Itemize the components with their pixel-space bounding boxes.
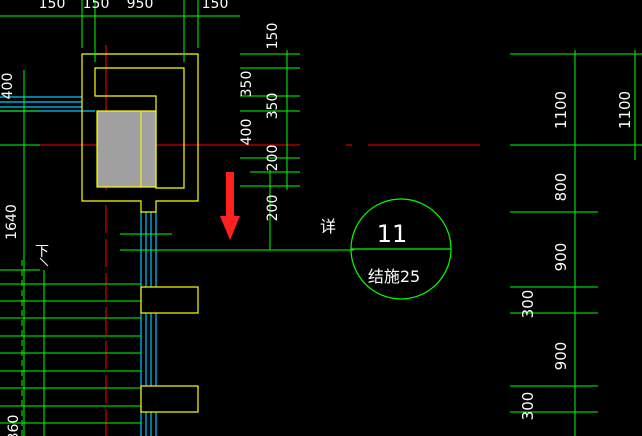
detail-prefix: 详 — [320, 217, 336, 236]
column — [81, 53, 199, 213]
top-dim-4: 150 — [202, 0, 229, 12]
center-dim-5: 200 — [265, 145, 281, 172]
right-dim-1: 1100 — [552, 91, 570, 129]
left-dim-2: 1640 — [4, 204, 20, 240]
right-dim-5: 900 — [552, 342, 570, 371]
center-dim-4: 400 — [239, 119, 255, 146]
right-dim-2: 800 — [552, 173, 570, 202]
column-inner-outline — [94, 67, 185, 189]
right-dimension — [510, 50, 642, 436]
stair-label: 下 — [35, 244, 49, 260]
down-arrow-icon — [220, 172, 240, 240]
right-outer-dim-1: 1100 — [616, 91, 634, 129]
right-dim-6: 300 — [519, 392, 537, 421]
stair-treads — [0, 260, 141, 436]
left-dim-3: 360 — [6, 415, 22, 436]
detail-sheet: 结施25 — [368, 267, 420, 286]
column-section — [96, 110, 157, 188]
center-dim-6: 200 — [265, 195, 281, 222]
left-dim-1: 400 — [0, 73, 16, 100]
center-dimension — [240, 50, 300, 250]
top-dimension: 150 150 950 150 — [0, 0, 240, 62]
detail-number: 11 — [377, 220, 408, 248]
opening-1 — [140, 286, 199, 314]
wall-openings — [140, 286, 199, 413]
right-dim-4: 300 — [519, 290, 537, 319]
center-dim-2: 350 — [239, 71, 255, 98]
top-dim-3: 950 — [127, 0, 154, 12]
column-outline — [81, 53, 199, 213]
top-dim-1: 150 — [39, 0, 66, 12]
opening-2 — [140, 385, 199, 413]
center-dim-1: 150 — [265, 23, 281, 50]
axis-lines — [0, 45, 480, 436]
right-dim-3: 900 — [552, 243, 570, 272]
center-dim-3: 350 — [265, 93, 281, 120]
left-dimension — [0, 70, 40, 436]
detail-callout[interactable]: 详 11 结施25 — [320, 198, 452, 300]
detail-leader — [120, 233, 354, 251]
top-dim-2: 150 — [83, 0, 110, 12]
